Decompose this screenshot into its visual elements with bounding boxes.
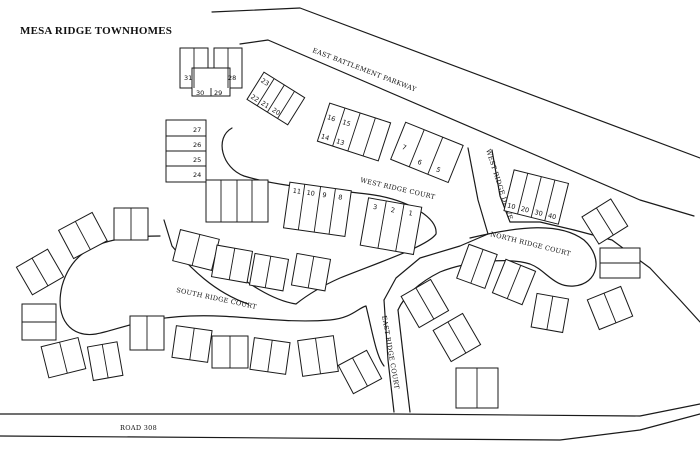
building-south-ridge-west-4 xyxy=(21,303,57,341)
building-south-ridge-north-1 xyxy=(172,229,220,271)
unit-label-11: 11 xyxy=(292,187,301,196)
building-units-24-27: 27 26 25 24 xyxy=(165,119,207,183)
unit-label-13: 13 xyxy=(335,137,345,147)
building-south-ridge-south-1 xyxy=(129,315,165,351)
unit-label-31: 31 xyxy=(184,74,192,82)
road-308-edge-upper xyxy=(0,403,700,417)
unit-label-30: 30 xyxy=(196,89,204,97)
building-north-ridge-east-1 xyxy=(581,198,629,245)
south-ridge-court-inner xyxy=(163,219,249,305)
unit-label-24: 24 xyxy=(193,171,201,179)
unit-label-6: 6 xyxy=(416,158,423,167)
unit-label-29: 29 xyxy=(214,89,222,97)
building-south-ridge-west-2 xyxy=(113,207,149,241)
unit-label-21: 21 xyxy=(259,99,270,110)
unit-label-25: 25 xyxy=(193,156,201,164)
building-units-13-16: 14 13 16 15 xyxy=(316,102,392,162)
building-units-1-3: 3 2 1 xyxy=(359,197,423,256)
unit-label-1: 1 xyxy=(408,209,413,218)
building-south-ridge-west-3 xyxy=(15,248,65,296)
west-ridge-drive-edge-left xyxy=(383,147,489,301)
west-ridge-court-loop xyxy=(221,127,437,305)
street-label-road-308: ROAD 308 xyxy=(120,424,157,432)
map-title: MESA RIDGE TOWNHOMES xyxy=(20,25,172,37)
unit-label-14: 14 xyxy=(320,132,330,142)
street-label-east-battlement-parkway: EAST BATTLEMENT PARKWAY xyxy=(311,46,418,93)
building-south-ridge-north-4 xyxy=(290,252,332,292)
building-south-ridge-west-5 xyxy=(40,336,87,379)
building-north-ridge-south-1 xyxy=(456,243,498,290)
building-south-ridge-west-6 xyxy=(86,341,124,382)
east-battlement-parkway-edge-upper xyxy=(211,7,700,159)
building-units-20-23: 22 21 20 23 xyxy=(246,71,306,126)
unit-label-n30: 30 xyxy=(534,208,544,218)
building-north-ridge-south-2 xyxy=(491,258,537,306)
building-units-8-11: 11 10 9 8 xyxy=(282,181,352,237)
building-units-10-40: 10 20 30 40 xyxy=(503,169,570,225)
east-ridge-court-edge-right xyxy=(397,309,411,413)
building-units-5-7: 7 6 5 xyxy=(390,121,464,184)
unit-label-5: 5 xyxy=(435,165,442,174)
building-south-ridge-south-4 xyxy=(249,337,291,375)
unit-label-22: 22 xyxy=(249,93,260,104)
unit-label-10: 10 xyxy=(306,189,315,198)
unit-label-n20: 20 xyxy=(520,205,530,215)
unit-label-7: 7 xyxy=(401,143,408,152)
east-ridge-court-edge-left xyxy=(383,299,395,413)
unit-label-15: 15 xyxy=(341,118,351,128)
street-label-west-ridge-court: WEST RIDGE COURT xyxy=(360,176,437,201)
building-south-ridge-north-2 xyxy=(210,244,254,284)
building-south-ridge-south-3 xyxy=(211,335,249,369)
building-south-ridge-west-1 xyxy=(57,211,108,260)
building-south-ridge-north-3 xyxy=(248,252,290,292)
building-east-ridge-2 xyxy=(432,312,482,363)
building-south-ridge-south-2 xyxy=(171,325,213,363)
building-east-ridge-1 xyxy=(400,278,450,329)
unit-label-27: 27 xyxy=(193,126,201,134)
west-ridge-drive-edge-right xyxy=(491,149,575,231)
unit-label-26: 26 xyxy=(193,141,201,149)
building-units-28-31: 31 30 29 28 xyxy=(179,47,243,97)
building-south-ridge-south-6 xyxy=(337,349,383,395)
unit-label-n10: 10 xyxy=(506,201,516,211)
building-west-court-north xyxy=(205,179,269,223)
building-east-ridge-3 xyxy=(455,367,499,409)
unit-label-9: 9 xyxy=(322,191,327,199)
east-battlement-parkway-edge-lower xyxy=(239,39,695,217)
unit-label-16: 16 xyxy=(326,113,336,123)
building-north-ridge-east-2 xyxy=(599,247,641,279)
south-ridge-court-loop xyxy=(59,235,385,367)
unit-label-3: 3 xyxy=(372,203,377,212)
building-north-ridge-east-3 xyxy=(586,285,634,331)
unit-label-8: 8 xyxy=(338,193,343,201)
unit-label-23: 23 xyxy=(259,77,270,88)
road-308-edge-lower xyxy=(0,413,700,441)
building-south-ridge-south-5 xyxy=(297,335,339,377)
building-north-ridge-south-3 xyxy=(530,292,570,334)
unit-label-20: 20 xyxy=(270,106,281,117)
street-label-north-ridge-court: NORTH RIDGE COURT xyxy=(490,230,572,258)
unit-label-n40: 40 xyxy=(547,212,557,222)
unit-label-28: 28 xyxy=(228,74,236,82)
street-label-south-ridge-court: SOUTH RIDGE COURT xyxy=(176,286,258,311)
unit-label-2: 2 xyxy=(390,206,395,215)
north-ridge-court-road xyxy=(397,227,597,311)
